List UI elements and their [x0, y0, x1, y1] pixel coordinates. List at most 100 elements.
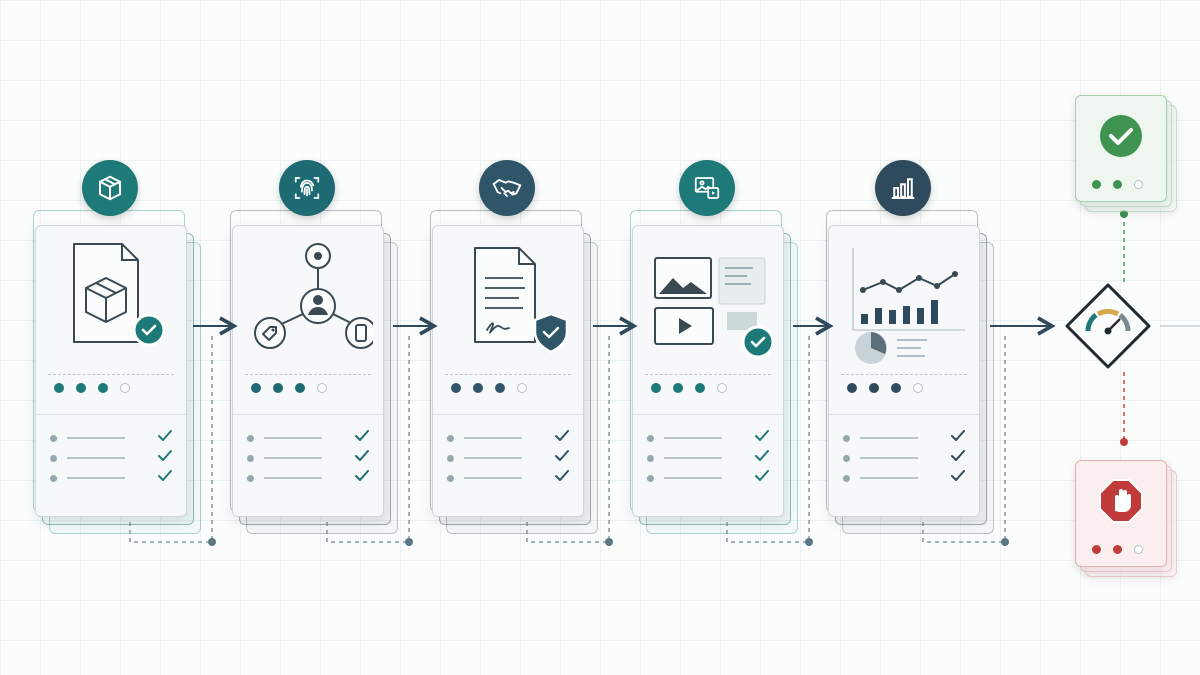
stage-identity — [230, 160, 402, 550]
check-icon — [951, 449, 965, 467]
stage-card[interactable] — [432, 225, 584, 517]
bullet — [50, 454, 57, 462]
placeholder-text-line — [264, 457, 322, 459]
card-divider — [841, 374, 967, 375]
checklist-item — [647, 428, 769, 448]
check-icon — [755, 469, 769, 487]
stage-package — [33, 160, 205, 550]
bullet — [843, 474, 850, 482]
placeholder-text-line — [664, 437, 722, 439]
card-section-divider — [433, 414, 583, 415]
progress-dot-empty — [120, 383, 130, 393]
check-icon — [755, 449, 769, 467]
checklist — [247, 428, 369, 488]
progress-dot-empty — [317, 383, 327, 393]
placeholder-text-line — [664, 477, 722, 479]
progress-dots — [251, 383, 327, 393]
check-icon — [355, 469, 369, 487]
bullet — [647, 474, 654, 482]
progress-dot-filled — [1092, 180, 1101, 189]
checklist-item — [843, 428, 965, 448]
checklist-item — [447, 448, 569, 468]
placeholder-text-line — [67, 457, 125, 459]
progress-dot-filled — [295, 383, 305, 393]
progress-dots — [54, 383, 130, 393]
placeholder-text-line — [67, 477, 125, 479]
progress-dot-filled — [673, 383, 683, 393]
stage-card[interactable] — [232, 225, 384, 517]
placeholder-text-line — [67, 437, 125, 439]
progress-dot-empty — [1134, 545, 1143, 554]
stage-card[interactable] — [35, 225, 187, 517]
check-icon — [158, 429, 172, 447]
media-icon[interactable] — [679, 160, 735, 216]
card-section-divider — [36, 414, 186, 415]
decision-gauge[interactable] — [1065, 283, 1151, 369]
progress-dots — [1092, 541, 1155, 559]
card-divider — [645, 374, 771, 375]
checklist-item — [50, 448, 172, 468]
media-content-approved-illustration — [654, 257, 773, 359]
check-icon — [158, 469, 172, 487]
placeholder-text-line — [860, 457, 918, 459]
checklist-item — [447, 428, 569, 448]
check-icon — [951, 429, 965, 447]
checklist — [447, 428, 569, 488]
bullet — [447, 474, 454, 482]
stage-media — [630, 160, 802, 550]
progress-dots — [451, 383, 527, 393]
package-icon[interactable] — [82, 160, 138, 216]
signed-contract-shield-illustration — [474, 247, 569, 354]
user-connections-network-illustration — [254, 243, 373, 349]
check-icon — [555, 429, 569, 447]
stage-analytics — [826, 160, 998, 550]
check-icon — [355, 429, 369, 447]
checklist-item — [843, 448, 965, 468]
checklist — [843, 428, 965, 488]
stage-card[interactable] — [828, 225, 980, 517]
placeholder-text-line — [664, 457, 722, 459]
check-icon — [355, 449, 369, 467]
card-section-divider — [633, 414, 783, 415]
placeholder-text-line — [860, 477, 918, 479]
bar-chart-icon[interactable] — [875, 160, 931, 216]
placeholder-text-line — [860, 437, 918, 439]
progress-dot-empty — [1134, 180, 1143, 189]
placeholder-text-line — [464, 477, 522, 479]
card-divider — [445, 374, 571, 375]
outcome-rejected[interactable] — [1075, 460, 1177, 577]
progress-dot-empty — [517, 383, 527, 393]
outcome-approved[interactable] — [1075, 95, 1177, 212]
placeholder-text-line — [264, 477, 322, 479]
bullet — [247, 434, 254, 442]
card-section-divider — [233, 414, 383, 415]
checklist — [50, 428, 172, 488]
checklist-item — [647, 448, 769, 468]
card-divider — [48, 374, 174, 375]
check-icon — [951, 469, 965, 487]
bullet — [843, 454, 850, 462]
outcome-card — [1075, 95, 1167, 202]
stage-agreement — [430, 160, 602, 550]
handshake-icon[interactable] — [479, 160, 535, 216]
bullet — [50, 434, 57, 442]
checklist-item — [247, 428, 369, 448]
connector-node — [805, 538, 813, 546]
bullet — [447, 434, 454, 442]
checklist-item — [843, 468, 965, 488]
stage-card[interactable] — [632, 225, 784, 517]
progress-dot-filled — [695, 383, 705, 393]
progress-dots — [847, 383, 923, 393]
connector-node — [605, 538, 613, 546]
checklist — [647, 428, 769, 488]
card-section-divider — [829, 414, 979, 415]
progress-dots — [651, 383, 727, 393]
check-icon — [555, 469, 569, 487]
bullet — [843, 434, 850, 442]
check-icon — [555, 449, 569, 467]
progress-dot-filled — [76, 383, 86, 393]
progress-dot-filled — [1092, 545, 1101, 554]
analytics-dashboard-illustration — [852, 248, 965, 364]
fingerprint-icon[interactable] — [279, 160, 335, 216]
stop-hand-icon — [1097, 477, 1145, 530]
